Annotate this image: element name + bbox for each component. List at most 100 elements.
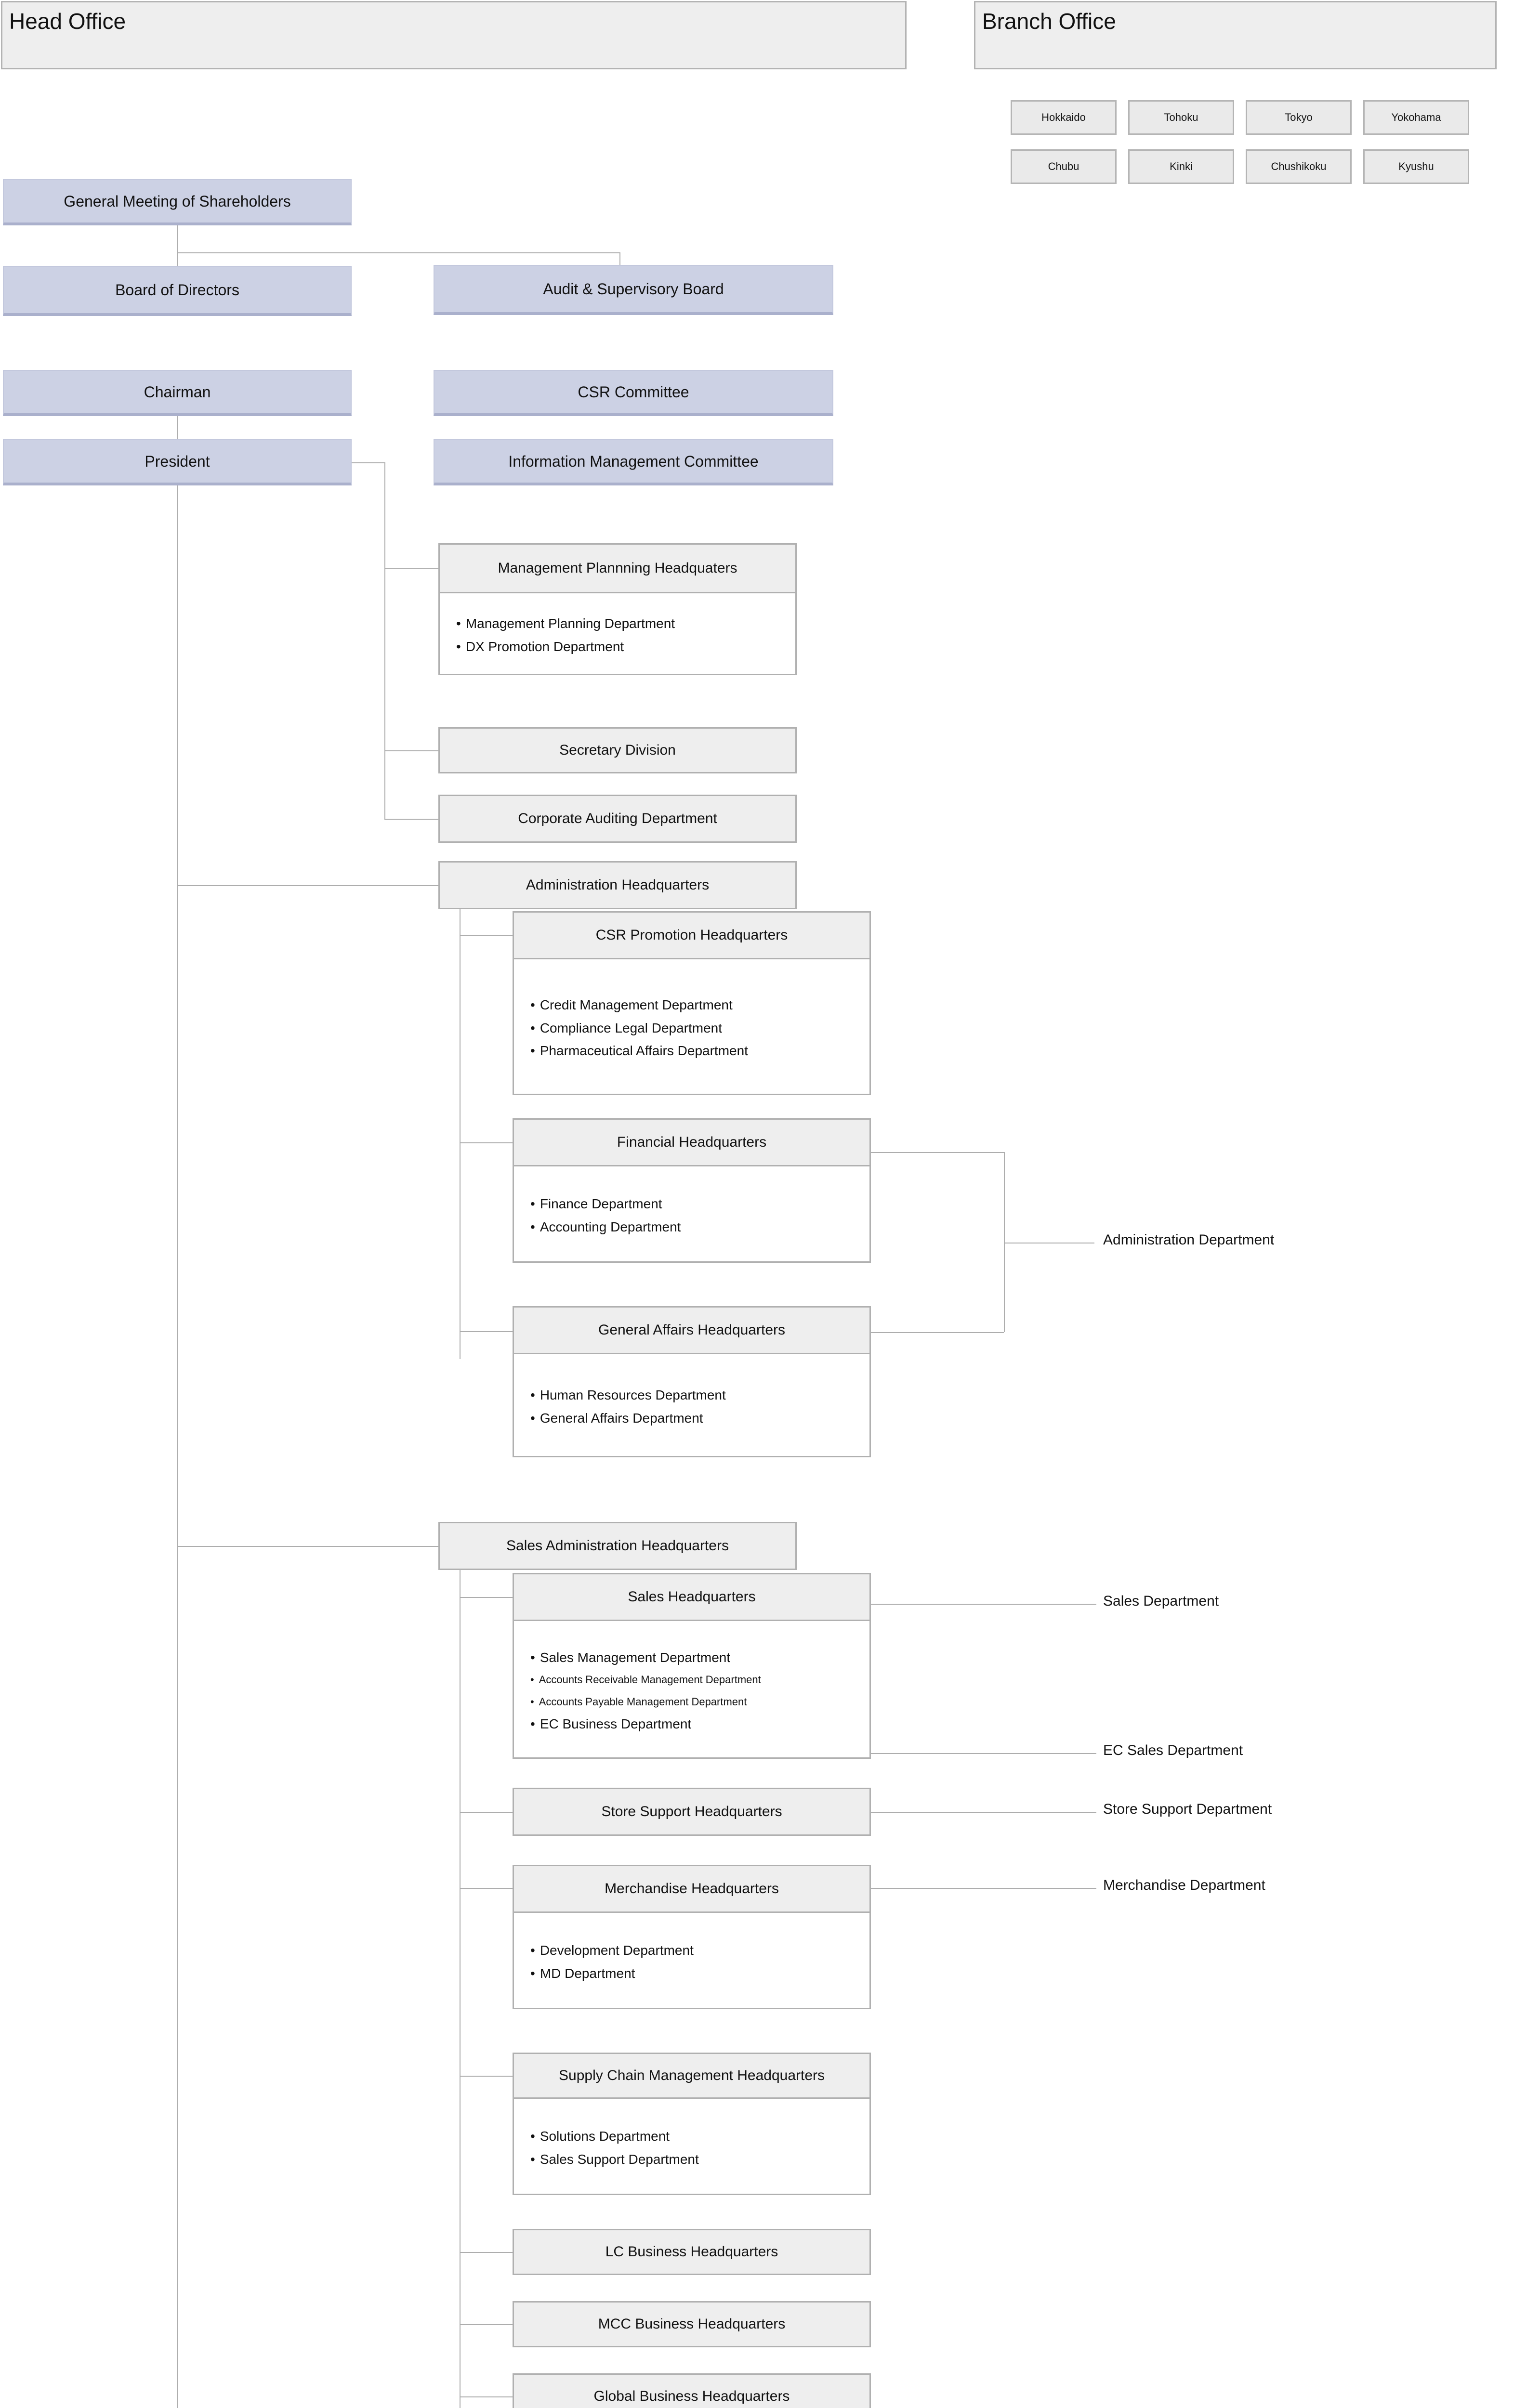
bullet-icon: • bbox=[530, 1965, 535, 1981]
connector-store-support-department-leader bbox=[871, 1812, 1096, 1813]
merchandise-hq-header[interactable]: Merchandise Headquarters bbox=[513, 1865, 871, 1913]
sales-department-label: Sales Department bbox=[1103, 1593, 1219, 1609]
dept-item: •Finance Department bbox=[530, 1196, 662, 1212]
dept-item: •Development Department bbox=[530, 1943, 694, 1958]
dept-item: •Management Planning Department bbox=[456, 616, 675, 631]
connector-board-chairman bbox=[177, 380, 178, 462]
csr-promotion-hq-body: •Credit Management Department •Complianc… bbox=[513, 959, 871, 1095]
bullet-icon: • bbox=[456, 639, 461, 654]
dept-item: •Credit Management Department bbox=[530, 997, 733, 1013]
bullet-icon: • bbox=[530, 1196, 535, 1212]
chairman-box[interactable]: Chairman bbox=[3, 370, 352, 416]
connector-to-general-affairs-hq bbox=[460, 1331, 513, 1332]
connector-admin-bracket-riser bbox=[1004, 1152, 1005, 1332]
dept-item: •Sales Support Department bbox=[530, 2151, 699, 2167]
bullet-icon: • bbox=[530, 1674, 534, 1686]
branch-chip-chubu[interactable]: Chubu bbox=[1011, 149, 1117, 184]
ec-sales-department-label: EC Sales Department bbox=[1103, 1742, 1243, 1758]
branch-chip-kyushu[interactable]: Kyushu bbox=[1363, 149, 1469, 184]
branch-chip-yokohama[interactable]: Yokohama bbox=[1363, 100, 1469, 135]
sales-administration-hq-box[interactable]: Sales Administration Headquarters bbox=[438, 1522, 797, 1570]
bullet-icon: • bbox=[530, 2151, 535, 2167]
bullet-icon: • bbox=[530, 1020, 535, 1035]
head-office-title: Head Office bbox=[9, 9, 126, 34]
connector-inner-riser bbox=[384, 462, 385, 819]
global-business-hq-box[interactable]: Global Business Headquarters bbox=[513, 2373, 871, 2408]
management-planning-hq-body: •Management Planning Department •DX Prom… bbox=[438, 593, 797, 675]
connector-to-lc-business-hq bbox=[460, 2252, 513, 2253]
csr-committee-box[interactable]: CSR Committee bbox=[434, 370, 833, 416]
bullet-icon: • bbox=[530, 1695, 534, 1708]
branch-chip-kinki[interactable]: Kinki bbox=[1128, 149, 1234, 184]
dept-item: •Accounting Department bbox=[530, 1219, 681, 1234]
connector-president-right bbox=[352, 462, 384, 463]
connector-admin-children-riser bbox=[460, 909, 461, 1359]
information-management-committee-box[interactable]: Information Management Committee bbox=[434, 439, 833, 485]
sales-hq-header[interactable]: Sales Headquarters bbox=[513, 1573, 871, 1621]
corporate-auditing-department-box[interactable]: Corporate Auditing Department bbox=[438, 795, 797, 843]
branch-office-title: Branch Office bbox=[982, 9, 1116, 34]
dept-item: •MD Department bbox=[530, 1965, 635, 1981]
connector-to-administration-hq bbox=[177, 885, 438, 886]
connector-to-merchandise-hq bbox=[460, 1888, 513, 1889]
supply-chain-hq-header[interactable]: Supply Chain Management Headquarters bbox=[513, 2053, 871, 2099]
bullet-icon: • bbox=[530, 1650, 535, 1665]
dept-item: •Compliance Legal Department bbox=[530, 1020, 723, 1035]
connector-gm-split bbox=[177, 252, 619, 253]
connector-merchandise-department-leader bbox=[871, 1888, 1096, 1889]
management-planning-hq-header[interactable]: Management Plannning Headquaters bbox=[438, 543, 797, 593]
secretary-division-box[interactable]: Secretary Division bbox=[438, 727, 797, 773]
head-office-banner: Head Office bbox=[1, 1, 907, 69]
connector-to-corporate-auditing bbox=[384, 819, 438, 820]
bullet-icon: • bbox=[530, 1043, 535, 1059]
bullet-icon: • bbox=[530, 1219, 535, 1234]
dept-item: •Human Resources Department bbox=[530, 1387, 726, 1403]
branch-chip-chushikoku[interactable]: Chushikoku bbox=[1246, 149, 1352, 184]
connector-gm-down bbox=[177, 222, 178, 252]
branch-chip-tohoku[interactable]: Tohoku bbox=[1128, 100, 1234, 135]
merchandise-hq-body: •Development Department •MD Department bbox=[513, 1913, 871, 2009]
connector-to-store-support-hq bbox=[460, 1812, 513, 1813]
dept-item: •Sales Management Department bbox=[530, 1650, 731, 1665]
general-affairs-hq-body: •Human Resources Department •General Aff… bbox=[513, 1354, 871, 1457]
lc-business-hq-box[interactable]: LC Business Headquarters bbox=[513, 2229, 871, 2275]
board-of-directors-box[interactable]: Board of Directors bbox=[3, 266, 352, 316]
connector-to-sales-admin-hq bbox=[177, 1546, 438, 1547]
administration-department-label: Administration Department bbox=[1103, 1232, 1275, 1248]
administration-hq-box[interactable]: Administration Headquarters bbox=[438, 861, 797, 909]
supply-chain-hq-body: •Solutions Department •Sales Support Dep… bbox=[513, 2099, 871, 2195]
dept-item: •General Affairs Department bbox=[530, 1410, 703, 1426]
bullet-icon: • bbox=[456, 616, 461, 631]
store-support-hq-box[interactable]: Store Support Headquarters bbox=[513, 1788, 871, 1836]
sales-hq-body: •Sales Management Department •Accounts R… bbox=[513, 1621, 871, 1759]
connector-to-supply-chain-hq bbox=[460, 2076, 513, 2077]
branch-chip-hokkaido[interactable]: Hokkaido bbox=[1011, 100, 1117, 135]
dept-item: •Accounts Receivable Management Departme… bbox=[530, 1674, 761, 1686]
connector-ec-sales-department-leader bbox=[871, 1753, 1096, 1754]
merchandise-department-label: Merchandise Department bbox=[1103, 1877, 1265, 1893]
branch-chip-tokyo[interactable]: Tokyo bbox=[1246, 100, 1352, 135]
connector-to-sales-hq bbox=[460, 1597, 513, 1598]
bullet-icon: • bbox=[530, 1387, 535, 1403]
connector-to-csr-promotion-hq bbox=[460, 935, 513, 936]
connector-to-secretary-division bbox=[384, 750, 438, 751]
bullet-icon: • bbox=[530, 1716, 535, 1731]
audit-supervisory-board-box[interactable]: Audit & Supervisory Board bbox=[434, 265, 833, 315]
connector-to-mcc-business-hq bbox=[460, 2324, 513, 2325]
financial-hq-header[interactable]: Financial Headquarters bbox=[513, 1118, 871, 1166]
connector-to-financial-hq bbox=[460, 1142, 513, 1143]
dept-item: •Pharmaceutical Affairs Department bbox=[530, 1043, 748, 1059]
dept-item: •EC Business Department bbox=[530, 1716, 692, 1731]
csr-promotion-hq-header[interactable]: CSR Promotion Headquarters bbox=[513, 911, 871, 959]
connector-to-global-business-hq bbox=[460, 2396, 513, 2397]
bullet-icon: • bbox=[530, 1943, 535, 1958]
financial-hq-body: •Finance Department •Accounting Departme… bbox=[513, 1166, 871, 1263]
general-affairs-hq-header[interactable]: General Affairs Headquarters bbox=[513, 1306, 871, 1354]
president-box[interactable]: President bbox=[3, 439, 352, 485]
general-meeting-box[interactable]: General Meeting of Shareholders bbox=[3, 179, 352, 225]
dept-item: •Accounts Payable Management Department bbox=[530, 1695, 747, 1708]
bullet-icon: • bbox=[530, 997, 535, 1013]
mcc-business-hq-box[interactable]: MCC Business Headquarters bbox=[513, 2301, 871, 2347]
branch-office-banner: Branch Office bbox=[974, 1, 1497, 69]
